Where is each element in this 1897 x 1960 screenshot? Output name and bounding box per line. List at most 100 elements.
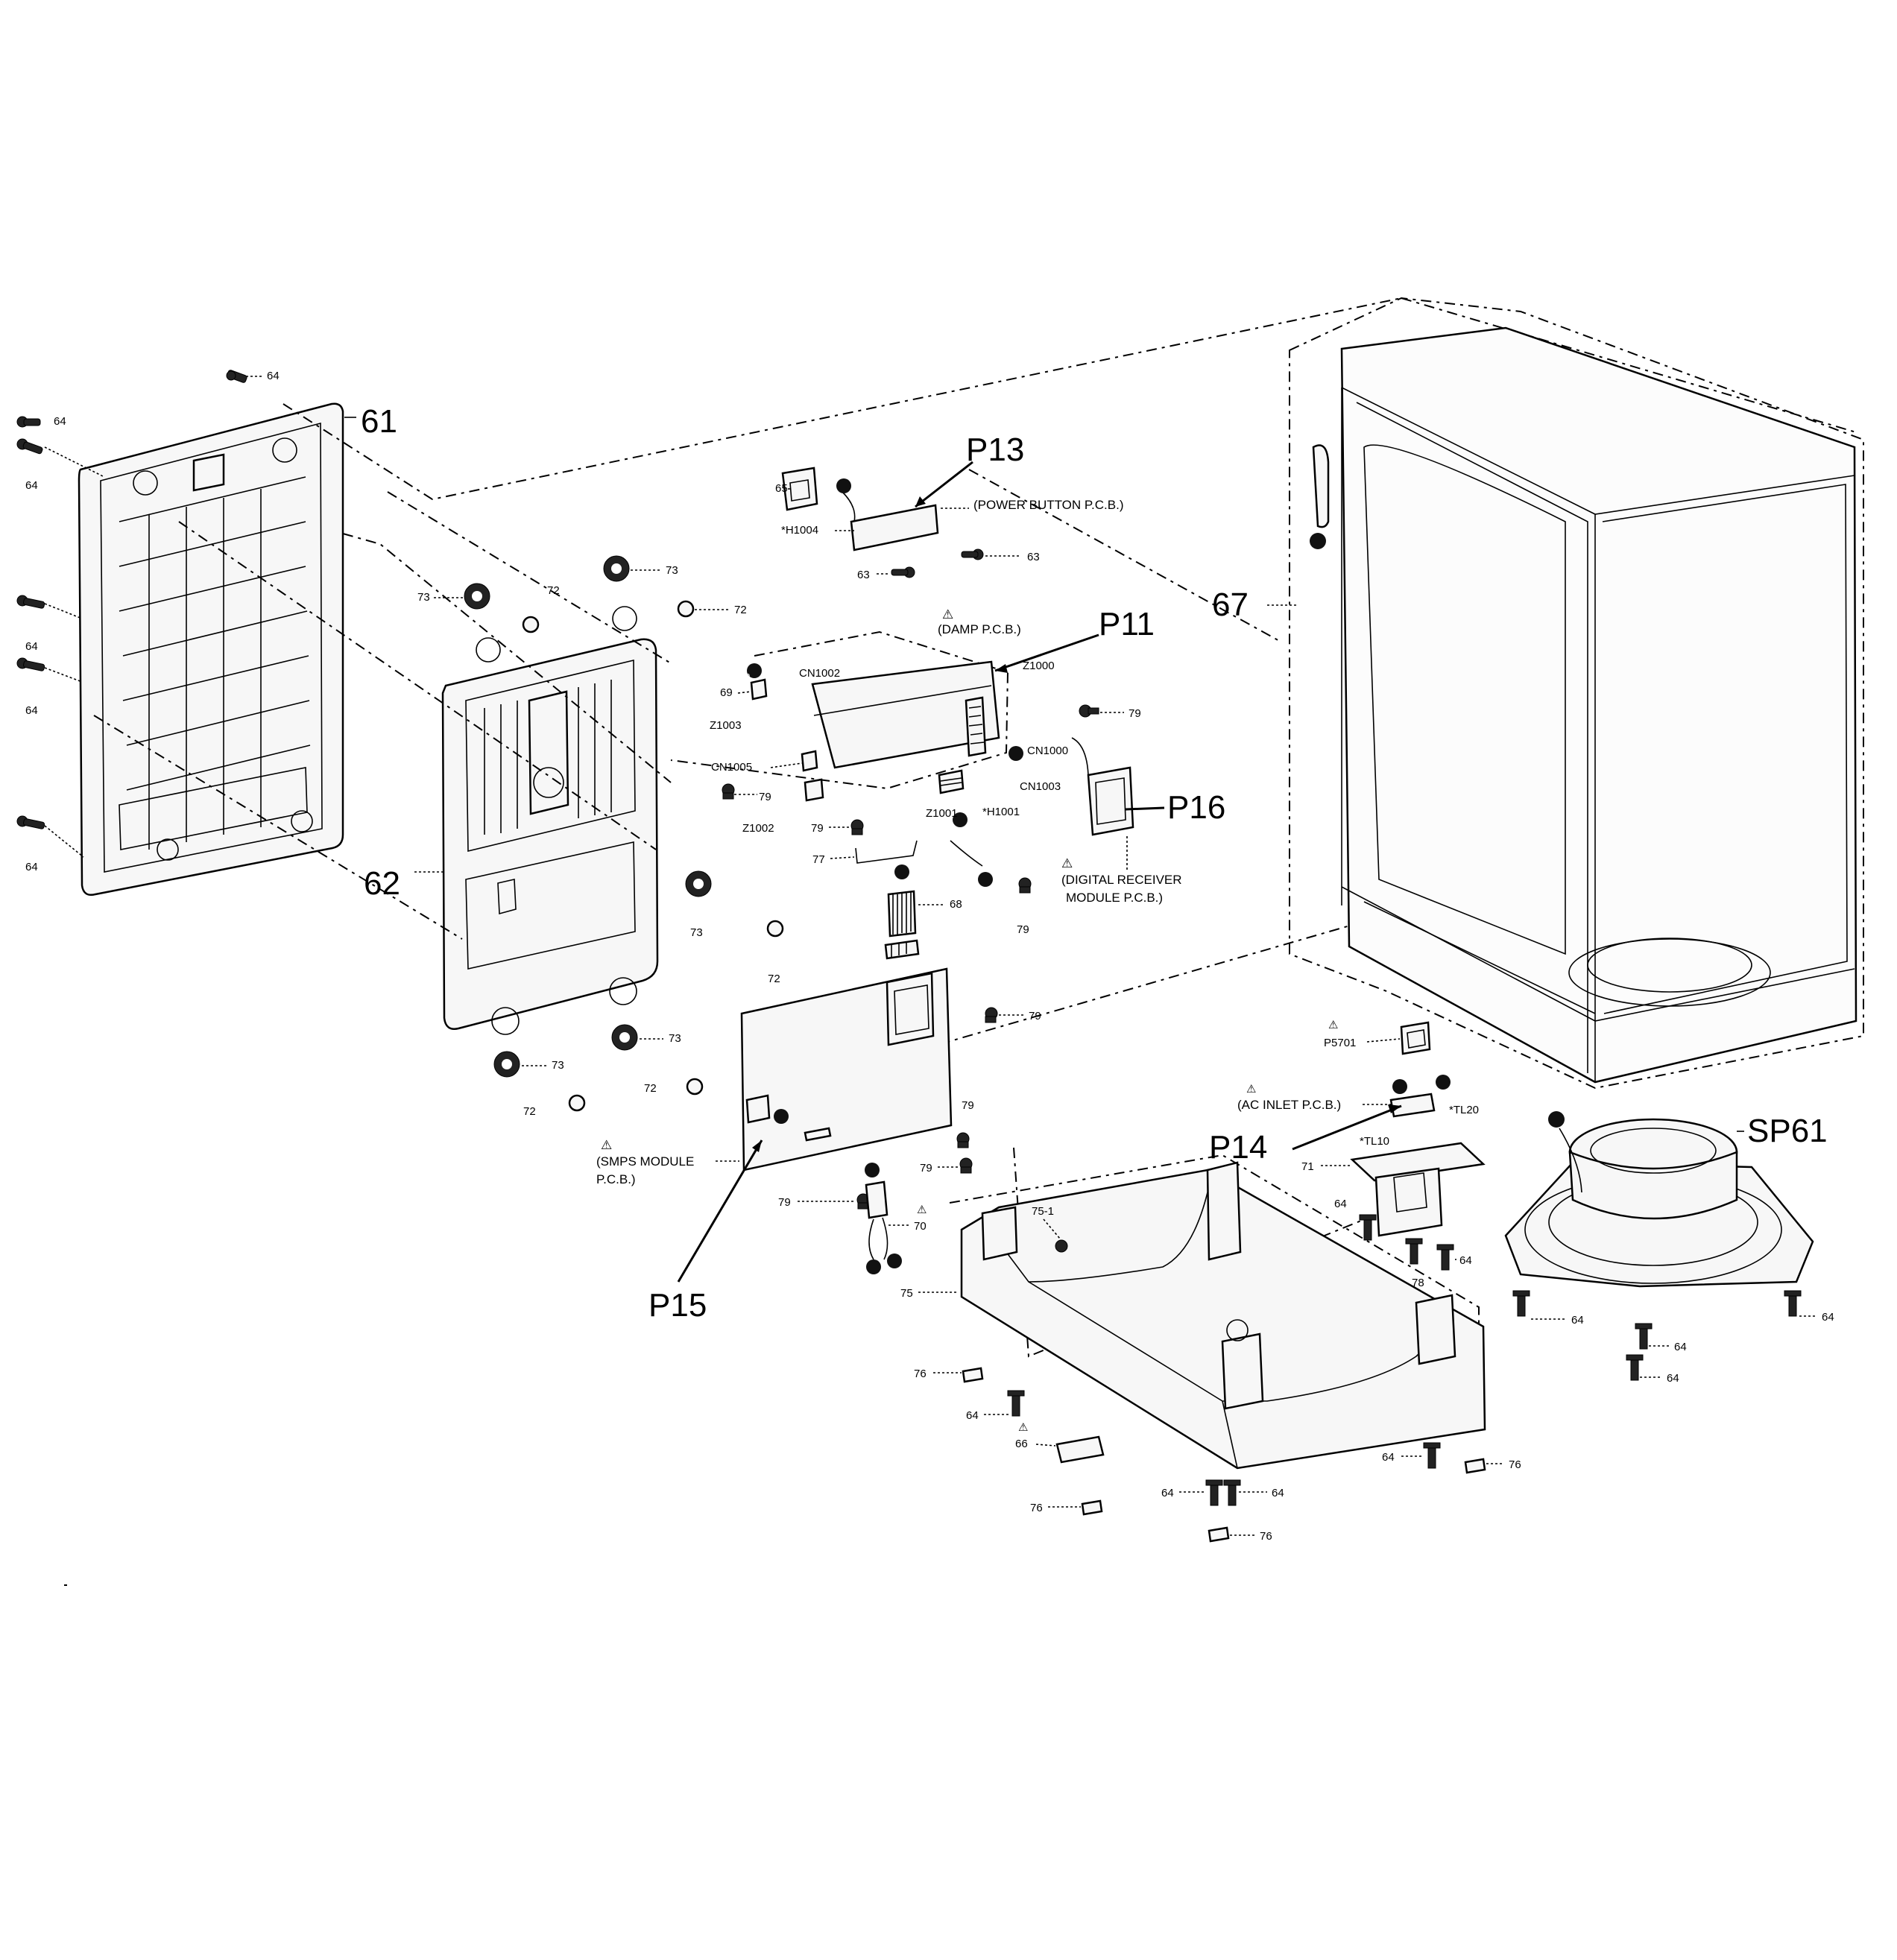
caution-icon: ⚠: [1246, 1083, 1256, 1096]
screw-72-set: 72 72 72 72 72: [522, 584, 784, 1118]
screw-icon: [16, 657, 45, 671]
caution-icon: ⚠: [601, 1138, 612, 1152]
stray-mark: [64, 1584, 67, 1586]
part-72: 72: [523, 1105, 536, 1118]
ref-tl20: *TL20: [1449, 1104, 1479, 1116]
part-63: 63: [857, 569, 870, 581]
part-72: 72: [734, 604, 747, 616]
part-70: 70: [914, 1220, 927, 1233]
part-71: 71: [1301, 1160, 1314, 1173]
part-79: 79: [811, 822, 824, 835]
part-64: 64: [1272, 1487, 1284, 1499]
part-75-1: 75-1: [1032, 1205, 1054, 1218]
ref-cn1005: CN1005: [711, 761, 752, 774]
bracket-62: [441, 606, 659, 1035]
part-64: 64: [1571, 1314, 1584, 1327]
screw-icon: [16, 595, 45, 609]
label-p14: P14: [1209, 1129, 1267, 1166]
part-65: 65: [775, 482, 788, 495]
part-64: 64: [966, 1409, 979, 1422]
part-79: 79: [759, 791, 771, 803]
part-64: 64: [1459, 1254, 1472, 1267]
caution-icon: ⚠: [1018, 1421, 1028, 1434]
part-72: 72: [768, 973, 780, 985]
caution-icon: ⚠: [1328, 1019, 1338, 1031]
caution-icon: ⚠: [942, 607, 953, 622]
harness-77-68: [855, 840, 983, 938]
part-64: 64: [25, 640, 38, 653]
part-77: 77: [812, 853, 825, 866]
part-79: 79: [778, 1196, 791, 1209]
note-digital-receiver-1: (DIGITAL RECEIVER: [1061, 873, 1182, 887]
cable-70: [865, 1163, 902, 1274]
part-79: 79: [1017, 923, 1029, 936]
base-tray-75: [949, 1154, 1486, 1470]
digital-receiver-pcb-p16: [1071, 737, 1134, 836]
part-75: 75: [900, 1287, 913, 1300]
ref-cn1000: CN1000: [1027, 745, 1068, 757]
screw-icon: [16, 416, 41, 428]
part-68: 68: [950, 898, 962, 911]
assembly-guides: [93, 297, 1857, 1358]
part-73: 73: [690, 926, 703, 939]
part-76: 76: [1509, 1458, 1521, 1471]
ref-cn1003: CN1003: [1020, 780, 1061, 793]
part-73: 73: [552, 1059, 564, 1072]
part-76: 76: [1260, 1530, 1272, 1543]
smps-pcb-p15: [740, 939, 998, 1210]
part-64: 64: [1382, 1451, 1395, 1464]
label-p13: P13: [966, 431, 1024, 468]
ref-z1001: Z1001: [926, 807, 958, 820]
damp-pcb-p11: [670, 630, 1099, 894]
part-64: 64: [25, 861, 38, 873]
part-64: 64: [1667, 1372, 1679, 1385]
screw-icon: [226, 370, 247, 383]
label-p16: P16: [1167, 789, 1225, 826]
part-79: 79: [1129, 707, 1141, 720]
ref-h1004: *H1004: [781, 524, 818, 537]
part-64: 64: [267, 370, 280, 382]
part-76: 76: [914, 1368, 927, 1380]
part-73: 73: [669, 1032, 681, 1045]
label-62: 62: [364, 865, 400, 902]
note-smps-1: (SMPS MODULE: [596, 1154, 694, 1169]
part-64: 64: [25, 704, 38, 717]
part-64: 64: [1822, 1311, 1834, 1324]
ref-z1000: Z1000: [1023, 660, 1055, 672]
part-76: 76: [1030, 1502, 1043, 1514]
caution-icon: ⚠: [1061, 856, 1073, 870]
part-79: 79: [920, 1162, 932, 1175]
note-smps-2: P.C.B.): [596, 1172, 636, 1186]
part-78: 78: [1412, 1277, 1424, 1289]
ref-z1003: Z1003: [710, 719, 742, 732]
note-ac-inlet: (AC INLET P.C.B.): [1237, 1098, 1341, 1112]
screw-icon: [16, 438, 43, 455]
note-damp: (DAMP P.C.B.): [938, 622, 1021, 636]
screw-icon: [16, 815, 45, 829]
ref-tl10: *TL10: [1360, 1135, 1389, 1148]
part-64: 64: [1334, 1198, 1347, 1210]
part-66: 66: [1015, 1438, 1028, 1450]
ref-h1001: *H1001: [982, 806, 1020, 818]
part-79: 79: [962, 1099, 974, 1112]
label-p15: P15: [648, 1287, 707, 1324]
part-73: 73: [417, 591, 430, 604]
ref-p5701: P5701: [1324, 1037, 1356, 1049]
base-fasteners: [962, 1214, 1486, 1543]
part-73: 73: [666, 564, 678, 577]
ac-inlet-pcb-p14: [1350, 1021, 1486, 1237]
label-61: 61: [361, 403, 397, 440]
part-64: 64: [25, 479, 38, 492]
part-72: 72: [644, 1082, 657, 1095]
caution-icon: ⚠: [917, 1204, 927, 1216]
connector-b: b: [745, 671, 750, 680]
rear-cover-61: [78, 402, 344, 896]
part-69: 69: [720, 686, 733, 699]
label-sp61: SP61: [1747, 1113, 1828, 1149]
part-64: 64: [54, 415, 66, 428]
part-64: 64: [1161, 1487, 1174, 1499]
screws-61: 64 64 64 64 64 64: [16, 370, 280, 873]
label-67: 67: [1212, 587, 1249, 623]
part-79: 79: [1029, 1010, 1041, 1022]
note-digital-receiver-2: MODULE P.C.B.): [1066, 891, 1163, 905]
